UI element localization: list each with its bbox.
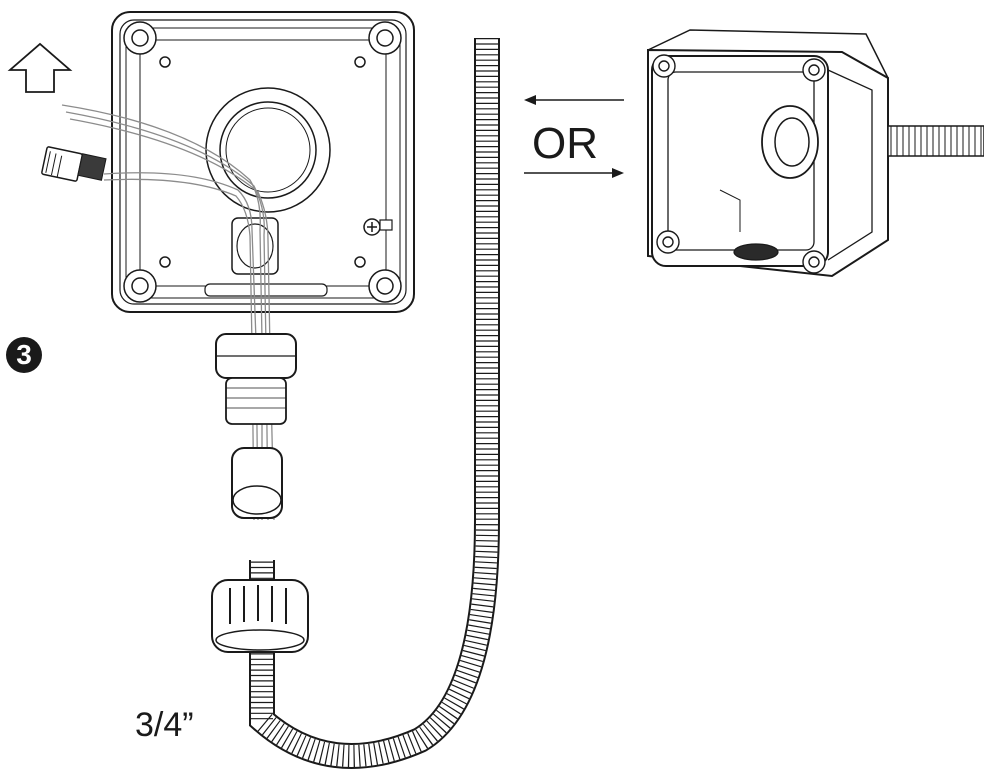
junction-box-front — [111, 11, 415, 313]
or-label: OR — [532, 119, 598, 168]
flexible-conduit-long — [249, 38, 500, 769]
flexible-conduit-stub — [887, 125, 984, 157]
junction-box-isometric — [647, 29, 889, 278]
gland-lock-nut — [215, 333, 297, 425]
cable-wires — [61, 104, 275, 521]
step-number-badge: 3 — [6, 337, 42, 373]
up-arrow-icon — [7, 42, 73, 93]
grounding-screw-icon — [363, 218, 393, 236]
conduit-size-label: 3/4” — [135, 706, 194, 744]
conduit-connector-nut — [211, 579, 309, 653]
direction-arrows — [524, 95, 624, 178]
sealing-grommet — [231, 447, 283, 519]
rj45-connector-icon — [41, 146, 107, 182]
